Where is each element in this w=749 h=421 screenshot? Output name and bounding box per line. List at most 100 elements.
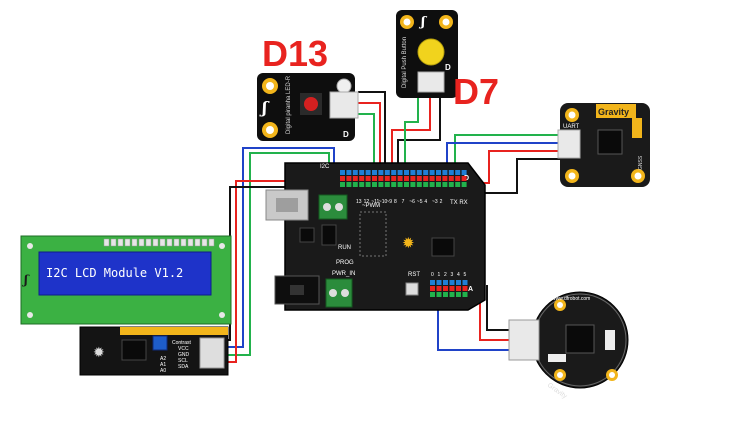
wire-lcd-red — [222, 180, 325, 363]
header-pin — [340, 182, 345, 187]
header-pin — [365, 170, 371, 175]
header-pin — [429, 170, 435, 175]
header-pin — [456, 280, 461, 285]
header-pin — [404, 182, 409, 187]
lcd-pin — [166, 238, 173, 247]
header-pin — [391, 182, 397, 187]
wire-gnss-blue — [446, 142, 565, 170]
lcd-pin — [187, 238, 194, 247]
header-pin — [449, 286, 455, 291]
lcd-pin — [208, 238, 215, 247]
header-pin — [384, 170, 390, 175]
lcd-backpack: ✹ Contrast VCC GND SCL SDA A2 A1 A0 — [79, 326, 229, 376]
header-pin — [461, 182, 467, 187]
header-pin — [449, 280, 455, 285]
header-pin — [448, 170, 454, 175]
gnss-module: Gravity UART GNSS — [557, 103, 650, 187]
board-label-run: RUN — [338, 245, 351, 251]
led-side-text: Digital piranha LED-R — [286, 75, 292, 134]
header-pin — [410, 170, 416, 175]
header-pin — [430, 280, 435, 285]
digital-pin-label: 4 — [424, 199, 427, 205]
header-pin — [391, 170, 397, 175]
header-pin — [404, 176, 409, 181]
analog-pin-label: 4 — [457, 272, 460, 278]
header-pin — [448, 176, 454, 181]
header-pin — [378, 182, 384, 187]
wire-led-green — [358, 113, 375, 170]
header-pin — [416, 176, 422, 181]
header-pin — [423, 176, 429, 181]
header-pin — [455, 182, 461, 187]
header-pin — [461, 176, 467, 181]
board-label-pwrin: PWR_IN — [332, 271, 355, 277]
header-pin — [365, 182, 371, 187]
header-pin — [397, 182, 403, 187]
board-letter-a: A — [468, 286, 473, 293]
header-pin — [397, 170, 403, 175]
digital-pin-label: 7 — [402, 199, 405, 205]
header-pin — [410, 182, 416, 187]
header-pin — [384, 176, 390, 181]
digital-pin-label: ~10 — [379, 199, 388, 205]
lcd-pin — [131, 238, 138, 247]
lcd-pin-header — [103, 238, 215, 247]
header-pin — [436, 292, 442, 297]
header-pin — [436, 286, 442, 291]
header-pin — [372, 182, 377, 187]
wire-round-black — [486, 285, 515, 331]
backpack-addr-a2: A2 — [160, 356, 166, 362]
red-led — [304, 97, 318, 111]
header-pin — [430, 292, 435, 297]
led-logo-icon: ʃ — [259, 98, 270, 117]
analog-pin-label: 2 — [444, 272, 447, 278]
header-pin — [461, 170, 467, 175]
digital-pin-label: ~9 — [386, 199, 392, 205]
header-pin — [436, 170, 441, 175]
board-pwm-label: ~PWM — [362, 203, 380, 209]
lcd-pin — [138, 238, 145, 247]
header-pin — [410, 176, 416, 181]
header-pin — [372, 176, 377, 181]
lcd-logo-icon: ʃ — [22, 273, 30, 287]
led-connector-letter: D — [343, 130, 349, 139]
header-pin — [449, 292, 455, 297]
wire-btn-black — [397, 83, 441, 168]
analog-pin-label: 0 — [431, 272, 434, 278]
header-pin — [359, 182, 365, 187]
lcd-pin — [110, 238, 117, 247]
lcd-pin — [145, 238, 152, 247]
backpack-contrast-label: Contrast — [172, 340, 192, 346]
header-pin — [455, 170, 461, 175]
board-txrx-label: TX RX — [450, 200, 468, 206]
backpack-pin-gnd: GND — [178, 352, 190, 358]
wire-led-red — [358, 102, 381, 170]
header-pin — [391, 176, 397, 181]
wire-gnss-green — [454, 134, 565, 170]
digital-pin-label: 2 — [440, 199, 443, 205]
lcd-pin — [194, 238, 201, 247]
header-pin — [456, 292, 461, 297]
header-pin — [340, 170, 345, 175]
digital-pin-label: 13 — [356, 199, 362, 205]
header-pin — [416, 182, 422, 187]
wire-lcd-green — [222, 152, 330, 356]
header-pin — [397, 176, 403, 181]
digital-pin-label: ~6 — [409, 199, 415, 205]
lcd-pin — [201, 238, 208, 247]
analog-pin-label: 3 — [451, 272, 454, 278]
header-pin — [443, 280, 448, 285]
backpack-addr-a1: A1 — [160, 362, 166, 368]
lcd-pin — [124, 238, 131, 247]
wire-gnss-black — [463, 158, 565, 194]
board-label-prog: PROG — [336, 260, 354, 266]
header-pin — [346, 182, 352, 187]
header-pin — [448, 182, 454, 187]
header-pin — [462, 292, 468, 297]
gnss-side-text: GNSS — [638, 155, 644, 170]
board-label-rst: RST — [408, 272, 420, 278]
header-pin — [404, 170, 409, 175]
header-pin — [372, 170, 377, 175]
header-pin — [430, 286, 435, 291]
